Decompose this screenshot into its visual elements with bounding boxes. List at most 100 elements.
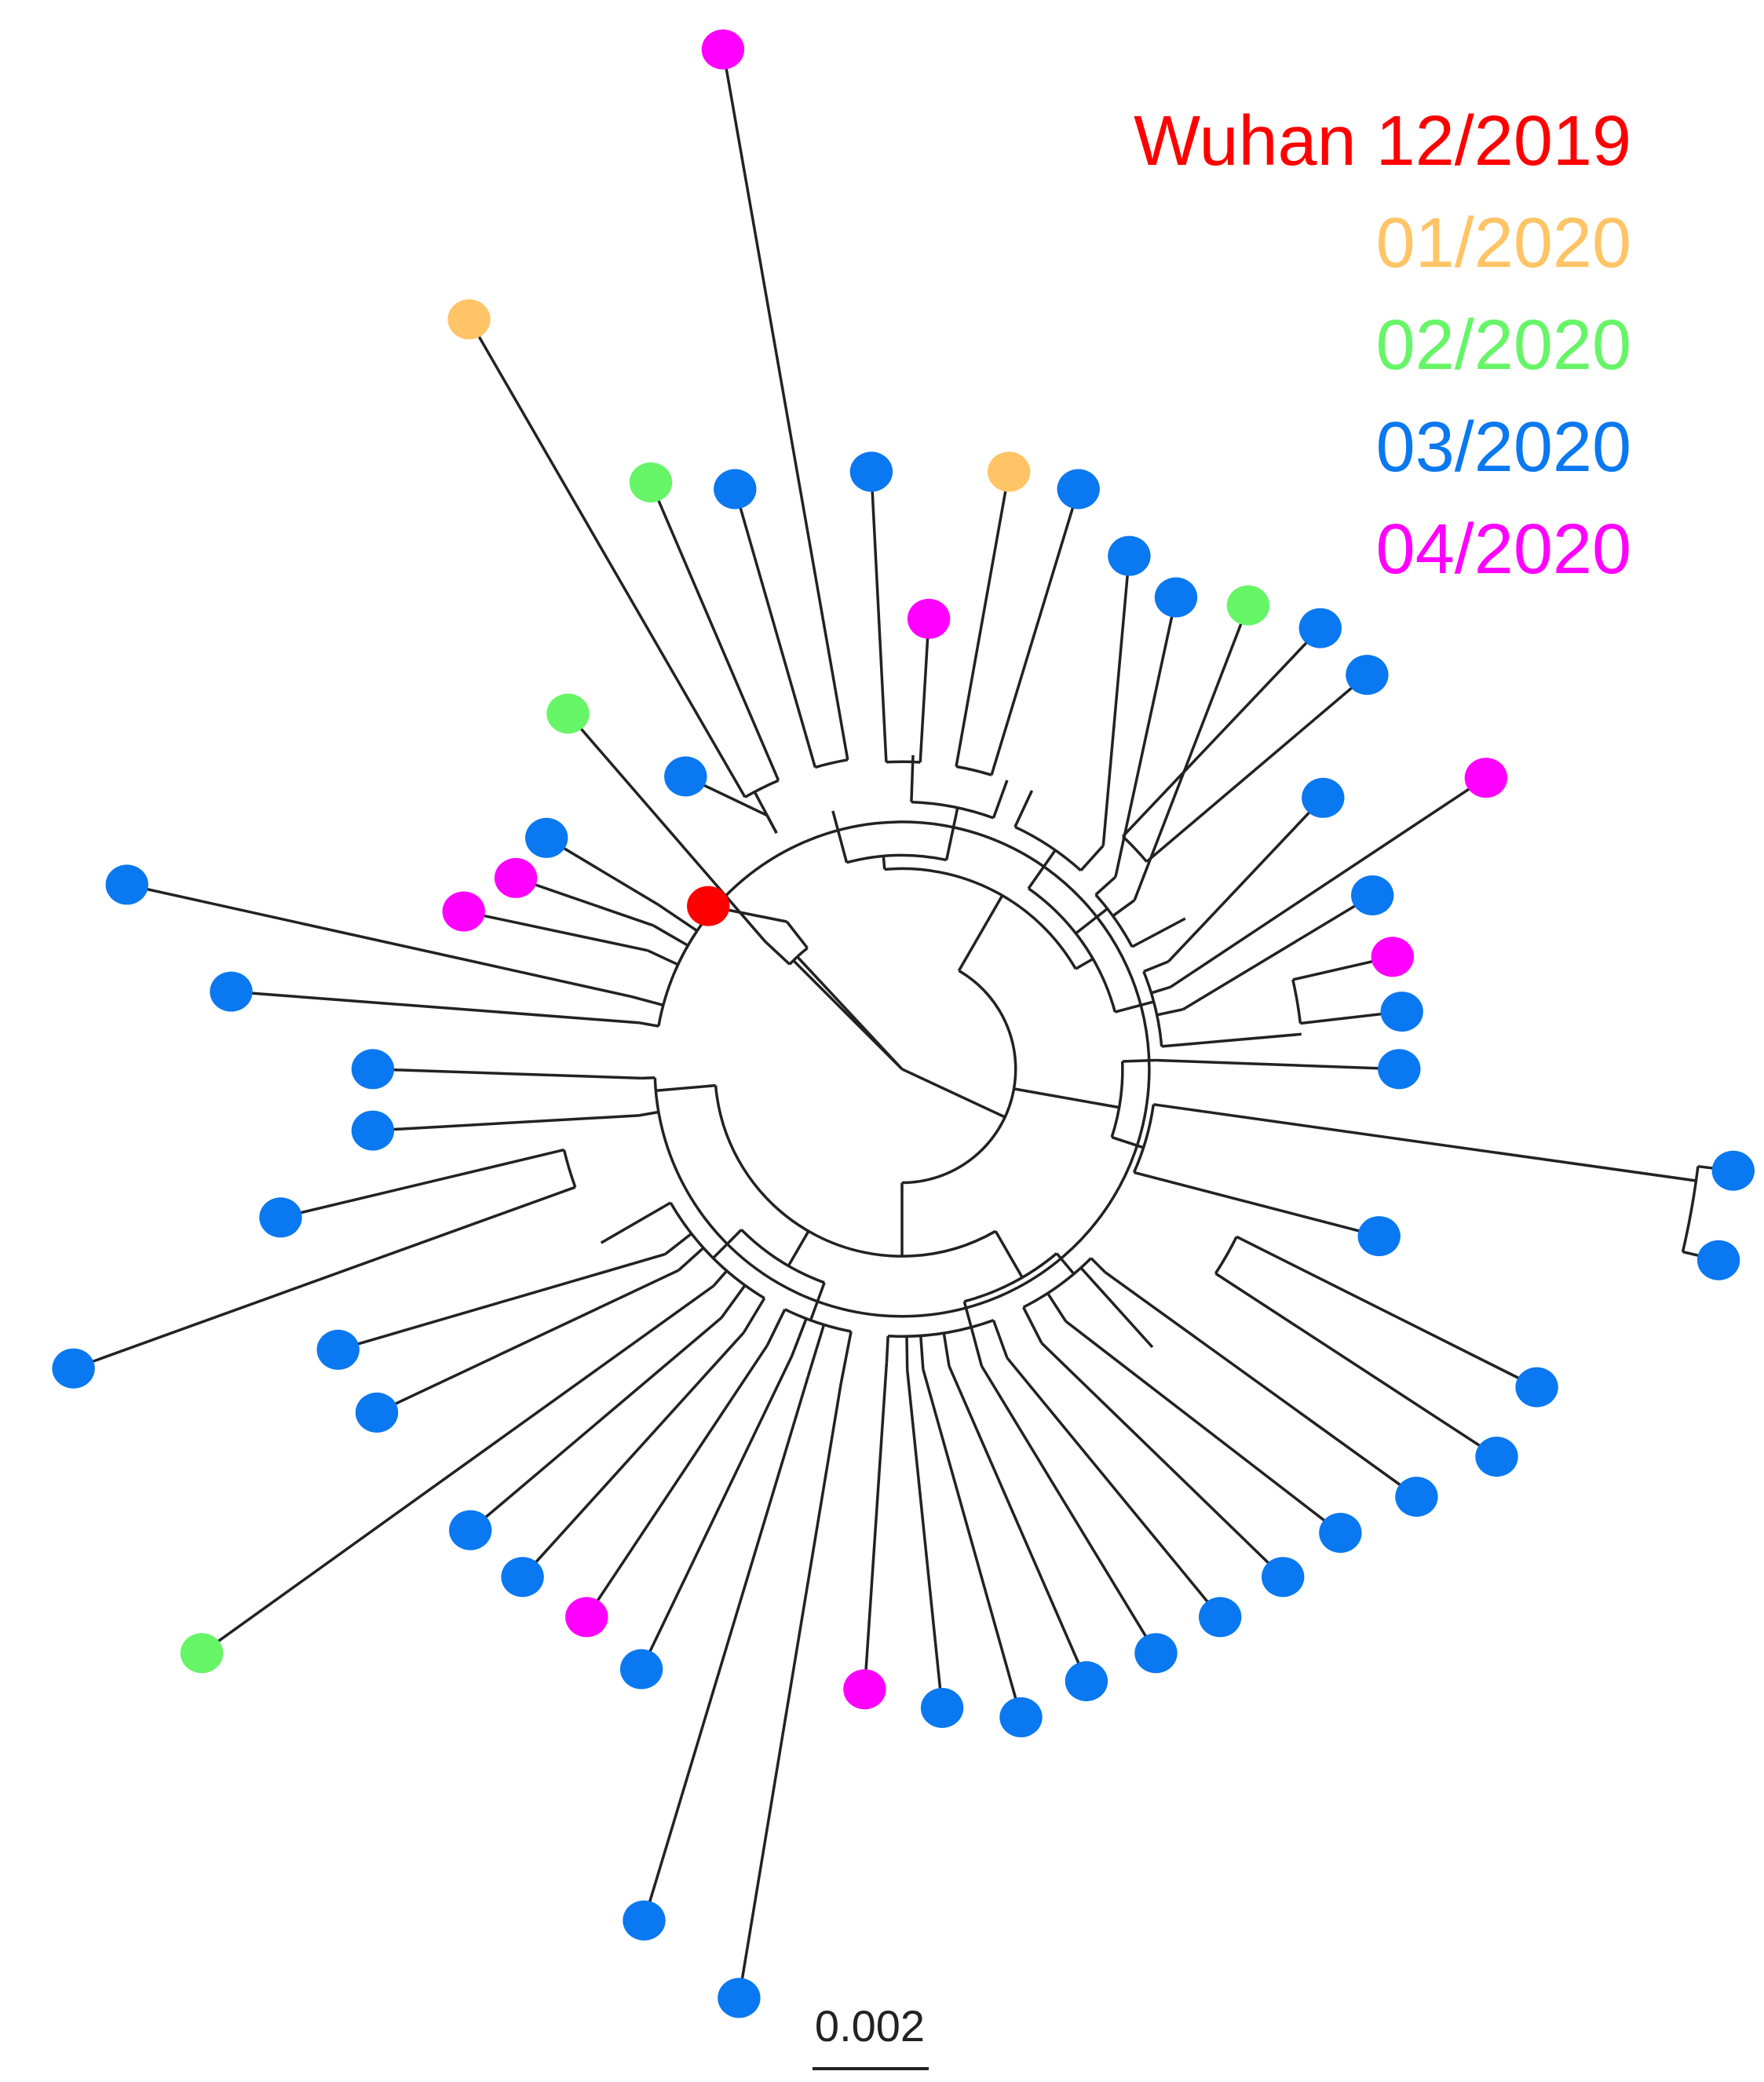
branch-arc bbox=[846, 853, 948, 864]
branch bbox=[567, 712, 767, 943]
branch bbox=[1182, 894, 1374, 1011]
branch bbox=[677, 1247, 705, 1272]
branch-arc bbox=[740, 1229, 825, 1284]
branch bbox=[1079, 1266, 1154, 1349]
branch bbox=[664, 1233, 692, 1255]
branch-arc bbox=[788, 947, 809, 966]
branch-arc bbox=[901, 969, 1017, 1185]
branch bbox=[1055, 1252, 1076, 1275]
tip-node bbox=[525, 817, 568, 858]
branch bbox=[1046, 1292, 1068, 1322]
branch-arc bbox=[714, 1085, 997, 1258]
branch-arc bbox=[1110, 1061, 1124, 1138]
branch bbox=[585, 1344, 769, 1618]
tip-node bbox=[210, 971, 253, 1012]
branch bbox=[994, 1230, 1024, 1279]
branch bbox=[955, 471, 1010, 767]
branch-arc bbox=[884, 867, 1077, 970]
tip-node bbox=[1302, 777, 1345, 818]
branch-arc bbox=[562, 1149, 577, 1188]
branch bbox=[1013, 790, 1034, 828]
tip-node bbox=[1262, 1557, 1305, 1598]
tip-node bbox=[1298, 608, 1342, 648]
tip-node bbox=[629, 462, 673, 502]
branch bbox=[647, 949, 679, 966]
branch bbox=[200, 1284, 714, 1655]
branch bbox=[919, 1335, 925, 1370]
tip-node bbox=[1380, 992, 1423, 1032]
branch bbox=[1094, 875, 1117, 896]
tip-node bbox=[1696, 1240, 1740, 1280]
tip-node bbox=[701, 29, 745, 70]
tip-node bbox=[351, 1110, 395, 1151]
branch bbox=[1006, 1357, 1222, 1618]
tip-node bbox=[1319, 1513, 1362, 1553]
tip-node bbox=[999, 1697, 1043, 1737]
tip-node bbox=[447, 299, 491, 340]
branch bbox=[796, 955, 904, 1070]
branch bbox=[806, 1324, 826, 1377]
legend-item-04-2020: 04/2020 bbox=[1376, 510, 1631, 589]
tree-branches bbox=[73, 49, 1734, 1999]
branch bbox=[638, 1110, 659, 1117]
branch bbox=[863, 1362, 889, 1689]
branch bbox=[901, 1068, 1006, 1119]
branch bbox=[1114, 1000, 1155, 1014]
branch bbox=[1075, 908, 1108, 935]
branch bbox=[656, 1083, 716, 1093]
branch bbox=[1075, 957, 1094, 970]
branch-arc bbox=[955, 765, 992, 776]
branch-arc bbox=[1132, 1104, 1156, 1174]
branch bbox=[1145, 674, 1368, 863]
branch-arc bbox=[1681, 1166, 1700, 1252]
branch bbox=[970, 1327, 984, 1367]
branch bbox=[1090, 1257, 1107, 1273]
branch bbox=[791, 1318, 808, 1357]
branch bbox=[785, 920, 809, 949]
branch bbox=[957, 894, 1004, 972]
branch bbox=[962, 1301, 973, 1328]
branch bbox=[882, 856, 886, 870]
tip-node bbox=[1378, 1049, 1421, 1090]
branch-arc bbox=[1142, 970, 1163, 1047]
branch bbox=[638, 1021, 659, 1028]
branch bbox=[1027, 849, 1057, 889]
branch bbox=[992, 1320, 1009, 1359]
tip-node bbox=[907, 598, 951, 639]
tip-node bbox=[1134, 1633, 1178, 1674]
branch bbox=[1022, 1306, 1043, 1344]
branch bbox=[1161, 1032, 1302, 1048]
branch bbox=[992, 780, 1009, 819]
tip-node bbox=[355, 1392, 399, 1433]
branch bbox=[905, 1336, 909, 1370]
branch bbox=[126, 883, 632, 999]
branch bbox=[73, 1185, 576, 1370]
branch-arc bbox=[784, 1308, 852, 1333]
branch bbox=[469, 1317, 723, 1532]
tip-node bbox=[52, 1348, 95, 1389]
branch bbox=[463, 910, 648, 952]
branch bbox=[1040, 1342, 1284, 1578]
branch bbox=[737, 1383, 842, 1999]
legend: Wuhan 12/2019 01/2020 02/2020 03/2020 04… bbox=[1134, 102, 1631, 589]
branch-arc bbox=[744, 779, 780, 798]
branch bbox=[885, 1335, 889, 1363]
branch bbox=[376, 1269, 680, 1414]
branch bbox=[753, 791, 778, 835]
branch bbox=[1214, 1272, 1498, 1458]
branch-arc bbox=[1094, 893, 1134, 948]
branch-arc bbox=[669, 1202, 765, 1300]
branch bbox=[372, 1114, 639, 1132]
tip-node bbox=[565, 1597, 608, 1638]
branch bbox=[1122, 1058, 1156, 1063]
branch bbox=[546, 836, 659, 906]
branch bbox=[1167, 797, 1324, 962]
branch bbox=[649, 481, 780, 781]
branch bbox=[1153, 1103, 1696, 1182]
branch bbox=[372, 1068, 642, 1080]
branch-arc bbox=[888, 1319, 995, 1339]
branch bbox=[338, 1252, 666, 1351]
legend-item-01-2020: 01/2020 bbox=[1376, 204, 1631, 283]
tip-node bbox=[1199, 1597, 1242, 1638]
